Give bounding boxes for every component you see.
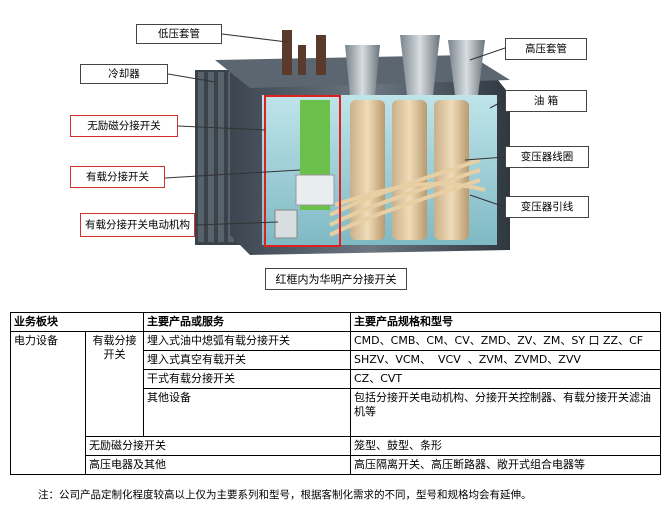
header-segment: 业务板块 [10, 312, 144, 332]
high-voltage-bushings [345, 35, 485, 95]
product-cell: 干式有载分接开关 [143, 369, 351, 389]
product-cell: 埋入式真空有载开关 [143, 350, 351, 370]
label-transformer-coil: 变压器线圈 [505, 146, 589, 168]
tap-changer-base [295, 174, 335, 206]
spec-cell: CZ、CVT [350, 369, 661, 389]
header-product: 主要产品或服务 [143, 312, 351, 332]
transformer-illustration [164, 30, 510, 255]
label-motor-mechanism: 有载分接开关电动机构 [80, 213, 195, 237]
spec-cell: 笼型、鼓型、条形 [350, 436, 661, 456]
header-spec: 主要产品规格和型号 [350, 312, 661, 332]
spec-cell: 高压隔离开关、高压断路器、敞开式组合电器等 [350, 455, 661, 475]
product-cell: 埋入式油中熄弧有载分接开关 [143, 331, 351, 351]
product-cell: 高压电器及其他 [85, 455, 351, 475]
label-transformer-lead: 变压器引线 [505, 196, 589, 218]
diagram-caption: 红框内为华明产分接开关 [265, 268, 407, 290]
transformer-diagram: 低压套管 冷却器 无励磁分接开关 有载分接开关 有载分接开关电动机构 高压套管 … [70, 24, 589, 290]
table-row: 电力设备 有载分接开关 埋入式油中熄弧有载分接开关 CMD、CMB、CM、CV、… [10, 331, 661, 475]
label-on-load-switch: 有载分接开关 [70, 166, 165, 188]
table-row: 其他设备 包括分接开关电动机构、分接开关控制器、有载分接开关滤油机等 [11, 388, 661, 437]
red-frame [264, 95, 341, 247]
footnote: 注：公司产品定制化程度较高以上仅为主要系列和型号，根据客制化需求的不同，型号和规… [38, 489, 532, 501]
label-high-voltage-bushing: 高压套管 [505, 38, 587, 60]
label-oil-tank: 油 箱 [505, 90, 587, 112]
table-row: 无励磁分接开关 笼型、鼓型、条形 [11, 436, 661, 456]
product-cell: 其他设备 [143, 388, 351, 437]
spec-cell: CMD、CMB、CM、CV、ZMD、ZV、ZM、SY 口 ZZ、CF [350, 331, 661, 351]
label-cooler: 冷却器 [80, 64, 168, 84]
leader-lines [164, 33, 506, 226]
product-spec-table: 业务板块 主要产品或服务 主要产品规格和型号 电力设备 有载分接开关 埋入式油中… [10, 312, 661, 475]
label-non-excitation-switch: 无励磁分接开关 [70, 115, 178, 137]
on-load-group-cell: 有载分接开关 [85, 331, 144, 437]
product-cell: 无励磁分接开关 [85, 436, 351, 456]
low-voltage-bushings [282, 30, 326, 75]
motor-mechanism-box [274, 209, 298, 239]
spec-cell: SHZV、VCM、 VCV 、ZVM、ZVMD、ZVV [350, 350, 661, 370]
lead-wires [329, 158, 486, 237]
table-header-row: 业务板块 主要产品或服务 主要产品规格和型号 [10, 312, 661, 332]
label-low-voltage-bushing: 低压套管 [136, 24, 222, 44]
spec-cell: 包括分接开关电动机构、分接开关控制器、有载分接开关滤油机等 [350, 388, 661, 437]
segment-cell: 电力设备 [10, 331, 86, 475]
table-row: 高压电器及其他 高压隔离开关、高压断路器、敞开式组合电器等 [11, 455, 661, 475]
